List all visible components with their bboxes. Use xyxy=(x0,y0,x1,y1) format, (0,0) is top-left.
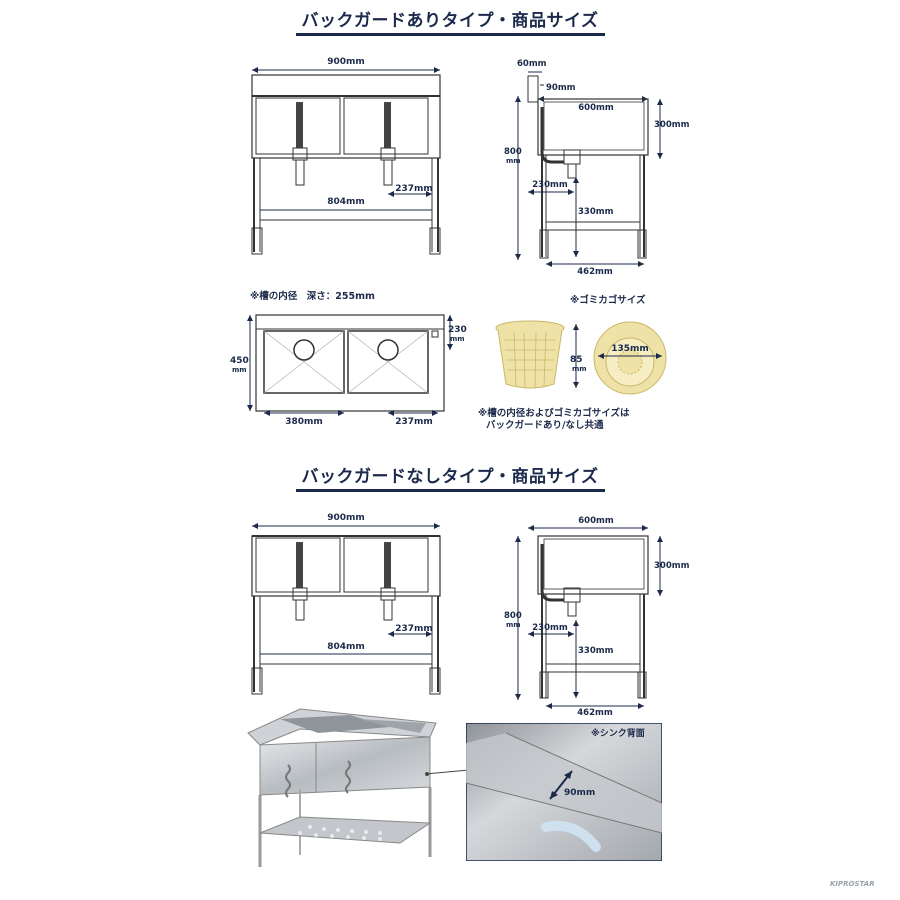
side1-h1: 300mm xyxy=(654,120,690,130)
inset-dim: 90mm xyxy=(564,788,595,798)
front2-offset-label: 237mm xyxy=(395,624,433,634)
brand-logo: KIPROSTAR xyxy=(830,880,875,888)
basket-hu: mm xyxy=(572,365,587,373)
front2-span-label: 804mm xyxy=(327,642,365,652)
section2-title-text: バックガードなしタイプ・商品サイズ xyxy=(295,467,605,492)
front1-offset-label: 237mm xyxy=(395,184,433,194)
front1-span-label: 804mm xyxy=(327,197,365,207)
top-h1: 450 xyxy=(230,356,249,366)
side2-h3: 330mm xyxy=(578,646,614,656)
inset-label: ※シンク背面 xyxy=(591,727,645,739)
front1-width-label: 900mm xyxy=(327,57,365,67)
basket-title: ※ゴミカゴサイズ xyxy=(570,295,646,306)
side2-d5: 462mm xyxy=(577,708,613,718)
side2-d3: 600mm xyxy=(578,516,614,526)
shared-note-line-1: ※槽の内径およびゴミカゴサイズは xyxy=(478,408,630,419)
side1-h2a: 800 xyxy=(504,147,522,157)
side2-h2a: 800 xyxy=(504,611,522,621)
top-w2: 237mm xyxy=(395,417,433,427)
top-h1u: mm xyxy=(232,366,247,374)
section1-front-view: 900mm 237mm 804mm xyxy=(251,57,441,255)
side1-d1: 60mm xyxy=(517,59,547,69)
section2-front-view: 900mm 237mm 804mm xyxy=(251,513,441,695)
product-photo xyxy=(247,708,437,867)
side1-h3: 330mm xyxy=(578,207,614,217)
top-view-note: ※槽の内径 深さ：255mm xyxy=(250,291,375,302)
section2-title: バックガードなしタイプ・商品サイズ xyxy=(0,462,900,492)
top-d1u: mm xyxy=(450,335,465,343)
rear-inset-photo: 90mm ※シンク背面 xyxy=(466,723,662,861)
section1-title: バックガードありタイプ・商品サイズ xyxy=(0,6,900,36)
side1-h2b: mm xyxy=(506,157,521,165)
basket-d: 135mm xyxy=(611,344,649,354)
top-d1: 230 xyxy=(448,325,467,335)
shared-note-line-2: バックガードあり/なし共通 xyxy=(486,420,604,431)
side1-d4: 230mm xyxy=(532,180,568,190)
side1-d2: 90mm xyxy=(546,83,576,93)
section1-title-text: バックガードありタイプ・商品サイズ xyxy=(295,11,605,36)
side2-h2b: mm xyxy=(506,621,521,629)
side1-d5: 462mm xyxy=(577,267,613,277)
shared-note: ※槽の内径およびゴミカゴサイズは バックガードあり/なし共通 xyxy=(478,408,629,432)
basket-illustration: 85 mm 135mm xyxy=(495,320,667,395)
top-w1: 380mm xyxy=(285,417,323,427)
basket-h: 85 xyxy=(570,355,583,365)
side2-d4: 230mm xyxy=(532,623,568,633)
section1-side-view: 60mm 90mm 600mm 300mm 800 mm xyxy=(504,59,690,277)
front2-width-label: 900mm xyxy=(327,513,365,523)
callout-line xyxy=(425,769,470,776)
section2-side-view: 600mm 300mm 800 mm 230mm 330mm 462mm xyxy=(504,516,690,718)
side2-h1: 300mm xyxy=(654,561,690,571)
side1-d3: 600mm xyxy=(578,103,614,113)
section1-top-view: 230 mm 450 mm 380mm 237mm xyxy=(230,314,467,427)
